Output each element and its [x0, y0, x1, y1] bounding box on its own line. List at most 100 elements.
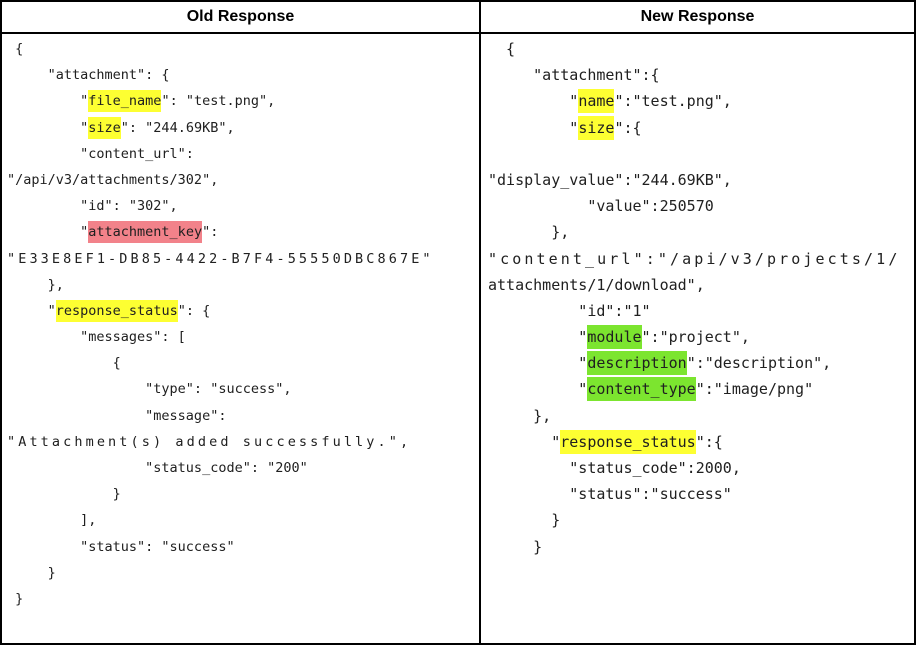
code-line: "size":{ — [488, 115, 914, 141]
code-line: "content_url":"/api/v3/projects/1/ — [488, 246, 914, 272]
new-response-header: New Response — [640, 8, 755, 25]
code-line: "type": "success", — [7, 376, 479, 402]
code-text: ": "244.69KB", — [120, 119, 235, 136]
code-text: { — [7, 41, 24, 57]
highlighted-key: size — [88, 116, 121, 139]
code-text: }, — [488, 223, 570, 242]
table-header-row: Old Response New Response — [2, 2, 914, 34]
code-text: }, — [7, 276, 64, 293]
code-text: "message": — [7, 407, 227, 424]
code-line: "status_code":2000, — [488, 455, 914, 481]
code-text: ": — [202, 224, 219, 241]
code-text: "attachment":{ — [488, 66, 660, 85]
highlighted-key: response_status — [560, 429, 696, 454]
highlighted-key: description — [587, 351, 687, 376]
code-text: ": "test.png", — [161, 93, 276, 110]
code-text: } — [488, 511, 561, 530]
table-body-row: { "attachment": { "file_name": "test.png… — [2, 34, 914, 643]
highlighted-key: attachment_key — [88, 221, 203, 244]
code-text: " — [488, 118, 579, 137]
code-line: } — [7, 481, 479, 507]
code-text: attachments/1/download", — [488, 275, 705, 294]
code-text: " — [7, 302, 56, 319]
code-text: "status_code": "200" — [7, 460, 308, 476]
code-line: "description":"description", — [488, 350, 914, 376]
code-text: ":{ — [695, 432, 723, 451]
code-line: attachments/1/download", — [488, 272, 914, 298]
highlighted-key: name — [578, 89, 615, 114]
code-line: "response_status":{ — [488, 429, 914, 455]
code-text: "messages": [ — [7, 329, 186, 346]
code-text: } — [7, 486, 121, 503]
code-line: }, — [488, 219, 914, 245]
code-text: "E33E8EF1-DB85-4422-B7F4-55550DBC867E" — [7, 250, 434, 267]
code-line: } — [488, 507, 914, 533]
code-text: ":{ — [614, 118, 642, 137]
code-line: "module":"project", — [488, 324, 914, 350]
code-text: } — [7, 564, 56, 581]
code-line: "size": "244.69KB", — [7, 115, 479, 141]
code-text: ": { — [177, 302, 211, 319]
code-line: "Attachment(s) added successfully.", — [7, 429, 479, 455]
old-response-code: { "attachment": { "file_name": "test.png… — [2, 34, 481, 643]
old-response-header: Old Response — [2, 2, 481, 32]
highlighted-key: size — [578, 115, 615, 140]
code-text: { — [7, 355, 121, 372]
code-line: } — [488, 534, 914, 560]
code-text: } — [488, 537, 543, 556]
new-response-code: { "attachment":{ "name":"test.png", "siz… — [481, 34, 914, 643]
code-text: ":"description", — [686, 354, 832, 373]
code-text: "content_url":"/api/v3/projects/1/ — [488, 249, 901, 268]
code-text: "attachment": { — [7, 67, 170, 84]
code-line: } — [7, 560, 479, 586]
code-text: " — [488, 92, 579, 111]
code-text: "status":"success" — [488, 485, 732, 504]
code-line: "messages": [ — [7, 324, 479, 350]
code-text: " — [488, 380, 588, 399]
code-line — [488, 141, 914, 167]
code-line: "content_url": — [7, 141, 479, 167]
code-text: "status_code":2000, — [488, 459, 741, 477]
code-line: { — [7, 36, 479, 62]
code-line: "attachment": { — [7, 62, 479, 88]
code-text: " — [488, 432, 561, 451]
code-line: } — [7, 586, 479, 612]
code-line: "display_value":"244.69KB", — [488, 167, 914, 193]
code-line: "status": "success" — [7, 534, 479, 560]
code-line: "content_type":"image/png" — [488, 376, 914, 402]
code-line: "status":"success" — [488, 481, 914, 507]
code-line: "attachment_key": — [7, 219, 479, 245]
code-text: " — [488, 328, 588, 347]
highlighted-key: file_name — [88, 90, 162, 113]
code-line: "value":250570 — [488, 193, 914, 219]
code-line: "response_status": { — [7, 298, 479, 324]
code-text: "id": "302", — [7, 198, 178, 215]
code-text: " — [7, 119, 89, 136]
code-line: { — [7, 350, 479, 376]
highlighted-key: response_status — [55, 299, 178, 322]
code-line: "name":"test.png", — [488, 88, 914, 114]
code-text: "/api/v3/attachments/302", — [7, 171, 219, 188]
code-text: "display_value":"244.69KB", — [488, 170, 732, 189]
code-text: "status": "success" — [7, 538, 235, 555]
code-line: "E33E8EF1-DB85-4422-B7F4-55550DBC867E" — [7, 246, 479, 272]
code-text: { — [488, 40, 516, 58]
code-text: }, — [488, 406, 552, 425]
code-line: "status_code": "200" — [7, 455, 479, 481]
code-text: " — [7, 93, 89, 110]
code-text: ":"project", — [641, 328, 750, 347]
code-text: "id":"1" — [488, 301, 651, 320]
code-line: "file_name": "test.png", — [7, 88, 479, 114]
code-text: "Attachment(s) added successfully.", — [7, 433, 412, 450]
code-text: ], — [7, 512, 97, 529]
code-text: "content_url": — [7, 145, 194, 162]
code-text: " — [7, 224, 89, 241]
code-line: ], — [7, 507, 479, 533]
code-line: "id": "302", — [7, 193, 479, 219]
code-line: "/api/v3/attachments/302", — [7, 167, 479, 193]
code-line: }, — [488, 403, 914, 429]
code-text: "value":250570 — [488, 197, 714, 216]
code-text: } — [7, 590, 24, 607]
highlighted-key: module — [587, 325, 642, 350]
